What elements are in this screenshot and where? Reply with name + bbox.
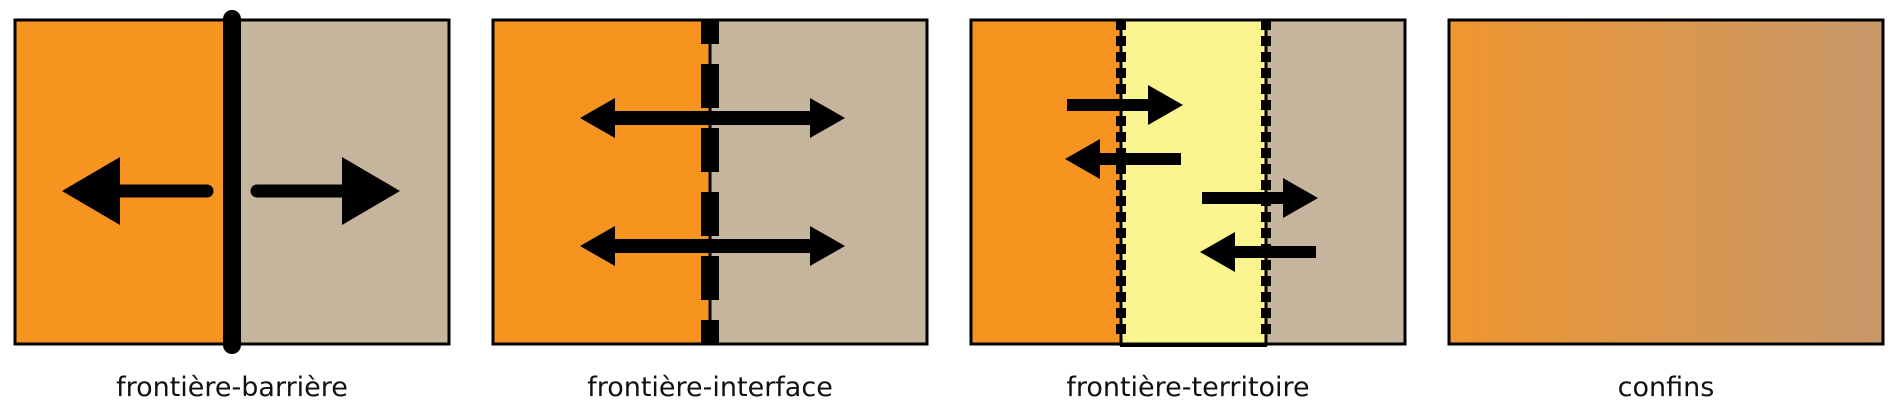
border-dot	[1116, 292, 1126, 302]
border-dot	[1261, 36, 1271, 46]
border-dot	[1261, 228, 1271, 238]
panel-label: frontière-interface	[587, 372, 833, 403]
dotted-border-right	[1261, 20, 1271, 346]
border-dot	[1116, 20, 1126, 30]
border-dot	[1261, 148, 1271, 158]
panel-frontiere-territoire: frontière-territoire	[969, 18, 1407, 403]
territory-a	[493, 20, 710, 344]
panel-label: frontière-barrière	[116, 372, 348, 403]
border-dot	[1116, 244, 1126, 254]
border-dot	[1261, 164, 1271, 174]
border-dot	[1116, 164, 1126, 174]
territory-a	[15, 20, 232, 344]
border-dot	[1261, 20, 1271, 30]
border-dot	[1116, 68, 1126, 78]
interface-dashes	[701, 20, 719, 344]
border-dot	[1116, 260, 1126, 270]
border-dot	[1116, 116, 1126, 126]
border-dot	[1261, 276, 1271, 286]
border-dot	[1261, 180, 1271, 190]
border-dot	[1261, 132, 1271, 142]
border-dot	[1116, 212, 1126, 222]
arrow-right-icon	[1067, 85, 1183, 125]
border-dot	[1116, 180, 1126, 190]
arrow-left-icon	[1200, 232, 1316, 272]
panel-frame	[969, 18, 1407, 346]
border-dot	[1261, 260, 1271, 270]
border-dot	[1116, 308, 1126, 318]
arrow-right-icon	[1202, 178, 1318, 218]
border-dot	[1116, 276, 1126, 286]
border-dot	[1261, 324, 1271, 334]
border-dot	[1261, 292, 1271, 302]
border-dot	[1116, 52, 1126, 62]
border-dot	[1116, 228, 1126, 238]
transition-zone	[1121, 20, 1266, 346]
border-dot	[1116, 196, 1126, 206]
border-dot	[1116, 324, 1126, 334]
arrow-left-icon	[62, 157, 214, 225]
double-arrow-icon	[580, 226, 845, 266]
arrow-left-icon	[1065, 139, 1181, 179]
border-dot	[1261, 68, 1271, 78]
dotted-border-left	[1116, 20, 1126, 346]
border-dot	[1261, 52, 1271, 62]
border-dot	[1261, 308, 1271, 318]
arrow-right-icon	[250, 157, 400, 225]
border-dot	[1116, 132, 1126, 142]
border-dot	[1116, 36, 1126, 46]
border-dot	[1261, 212, 1271, 222]
panel-label: frontière-territoire	[1066, 372, 1309, 403]
territory-a	[971, 20, 1121, 344]
double-arrow-icon	[580, 98, 845, 138]
border-dot	[1261, 100, 1271, 110]
confins-gradient-area	[1447, 18, 1885, 346]
panel-label: confins	[1618, 372, 1715, 403]
panel-frontiere-interface: frontière-interface	[491, 18, 929, 403]
territory-b	[710, 20, 927, 344]
territory-b	[232, 20, 449, 344]
panel-frontiere-barriere: frontière-barrière	[13, 10, 451, 403]
panel-confins: confins	[1447, 18, 1885, 403]
border-dot	[1261, 116, 1271, 126]
border-dot	[1116, 84, 1126, 94]
border-dot	[1261, 84, 1271, 94]
